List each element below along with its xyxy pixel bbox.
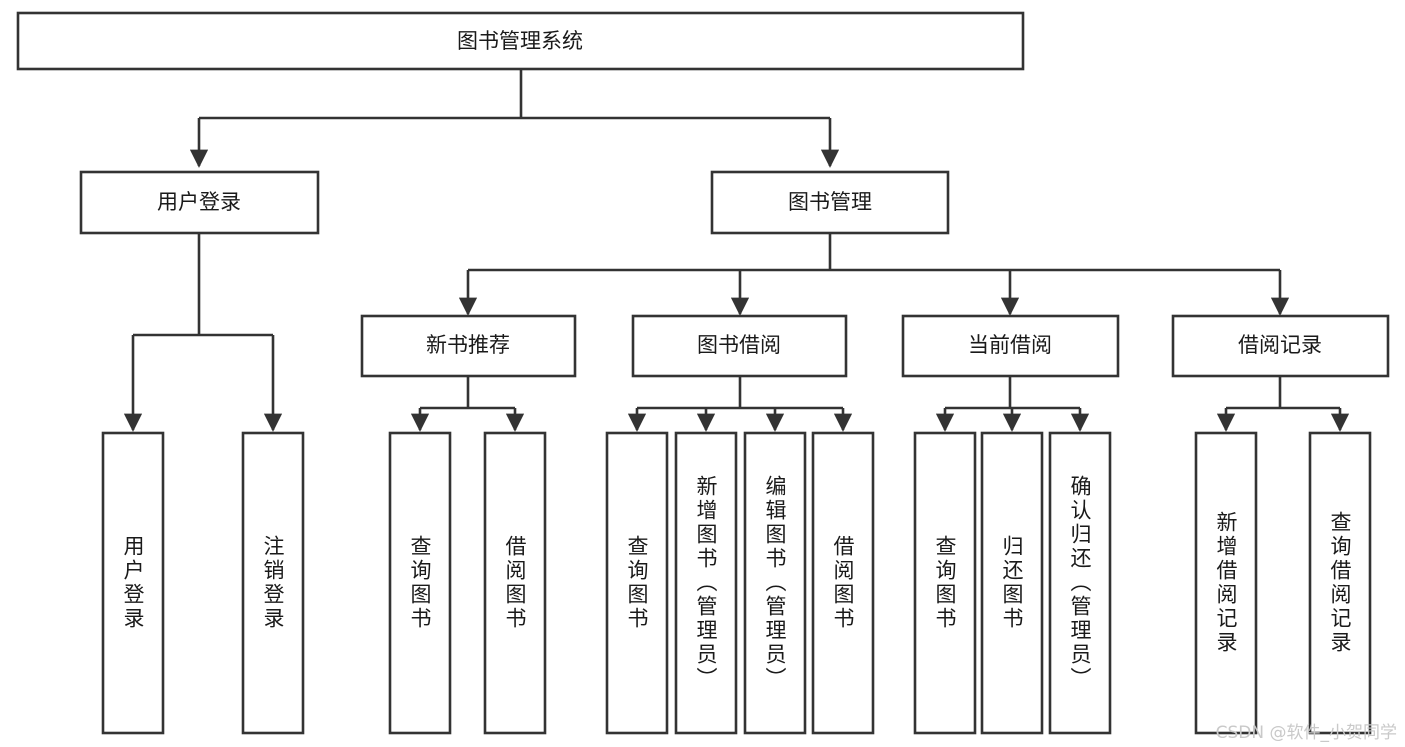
node-current-borrow[interactable]: 当前借阅: [901, 314, 1120, 378]
leaf-new-book-2[interactable]: 借阅图书: [483, 431, 547, 735]
leaf-user-login-2[interactable]: 注销登录: [241, 431, 305, 735]
csdn-watermark: CSDN @软件_小贺同学: [1215, 723, 1397, 743]
connectors-new-book-recommend: [410, 376, 525, 432]
leaf-book-borrow-1-box[interactable]: [605, 431, 669, 735]
node-book-manage-box[interactable]: [710, 170, 950, 235]
leaf-new-book-1[interactable]: 查询图书: [388, 431, 452, 735]
leaf-user-login-2-label: 注销登录: [261, 535, 285, 631]
leaf-book-borrow-4[interactable]: 借阅图书: [811, 431, 875, 735]
leaf-book-borrow-1-label: 查询图书: [625, 535, 649, 631]
leaf-book-borrow-3-box[interactable]: [743, 431, 807, 735]
node-user-login-box[interactable]: [79, 170, 320, 235]
leaf-borrow-record-2-box[interactable]: [1308, 431, 1372, 735]
leaf-current-borrow-3[interactable]: 确认归还（管理员）: [1048, 431, 1112, 735]
leaf-current-borrow-2-label: 归还图书: [1000, 535, 1024, 631]
leaf-borrow-record-1-box[interactable]: [1194, 431, 1258, 735]
connectors-borrow-record: [1216, 376, 1350, 432]
node-borrow-record-box[interactable]: [1171, 314, 1390, 378]
leaf-user-login-1-label: 用户登录: [121, 535, 145, 631]
leaf-book-borrow-2-label: 新增图书（管理员）: [694, 475, 718, 691]
leaf-user-login-1-box[interactable]: [101, 431, 165, 735]
leaf-current-borrow-3-label: 确认归还（管理员）: [1068, 475, 1092, 691]
leaf-book-borrow-1[interactable]: 查询图书: [605, 431, 669, 735]
leaf-current-borrow-1-label: 查询图书: [933, 535, 957, 631]
node-new-book-recommend-box[interactable]: [360, 314, 577, 378]
node-current-borrow-label: 当前借阅: [968, 333, 1052, 357]
leaf-user-login-2-box[interactable]: [241, 431, 305, 735]
leaf-book-borrow-3-label: 编辑图书（管理员）: [763, 475, 787, 691]
node-book-borrow[interactable]: 图书借阅: [631, 314, 848, 378]
leaf-borrow-record-2[interactable]: 查询借阅记录: [1308, 431, 1372, 735]
leaf-book-borrow-4-box[interactable]: [811, 431, 875, 735]
node-new-book-recommend[interactable]: 新书推荐: [360, 314, 577, 378]
leaf-book-borrow-3[interactable]: 编辑图书（管理员）: [743, 431, 807, 735]
leaf-book-borrow-2[interactable]: 新增图书（管理员）: [674, 431, 738, 735]
leaf-current-borrow-2-box[interactable]: [980, 431, 1044, 735]
leaf-new-book-1-label: 查询图书: [408, 535, 432, 631]
node-current-borrow-box[interactable]: [901, 314, 1120, 378]
leaf-book-borrow-4-label: 借阅图书: [831, 535, 855, 631]
leaf-new-book-1-box[interactable]: [388, 431, 452, 735]
node-borrow-record-label: 借阅记录: [1238, 333, 1322, 357]
leaf-new-book-2-box[interactable]: [483, 431, 547, 735]
leaf-borrow-record-1[interactable]: 新增借阅记录: [1194, 431, 1258, 735]
node-book-borrow-box[interactable]: [631, 314, 848, 378]
node-borrow-record[interactable]: 借阅记录: [1171, 314, 1390, 378]
connectors-root: [189, 69, 840, 168]
leaf-user-login-1[interactable]: 用户登录: [101, 431, 165, 735]
connectors-current-borrow: [935, 376, 1090, 432]
node-user-login-label: 用户登录: [157, 190, 241, 214]
leaf-book-borrow-2-box[interactable]: [674, 431, 738, 735]
leaf-borrow-record-2-label: 查询借阅记录: [1328, 511, 1352, 655]
leaf-current-borrow-1[interactable]: 查询图书: [913, 431, 977, 735]
node-book-borrow-label: 图书借阅: [697, 333, 781, 357]
node-book-manage[interactable]: 图书管理: [710, 170, 950, 235]
leaf-current-borrow-1-box[interactable]: [913, 431, 977, 735]
leaf-borrow-record-1-label: 新增借阅记录: [1214, 511, 1238, 655]
leaf-current-borrow-3-box[interactable]: [1048, 431, 1112, 735]
connectors-book-borrow: [627, 376, 853, 432]
node-book-manage-label: 图书管理: [788, 190, 872, 214]
node-root-box[interactable]: [16, 11, 1025, 71]
connectors-book-manage: [458, 233, 1290, 316]
node-new-book-recommend-label: 新书推荐: [426, 333, 510, 357]
connectors-user-login: [123, 233, 283, 432]
node-root-label: 图书管理系统: [457, 29, 583, 53]
leaf-new-book-2-label: 借阅图书: [503, 535, 527, 631]
node-user-login[interactable]: 用户登录: [79, 170, 320, 235]
leaf-current-borrow-2[interactable]: 归还图书: [980, 431, 1044, 735]
node-root[interactable]: 图书管理系统: [16, 11, 1025, 71]
